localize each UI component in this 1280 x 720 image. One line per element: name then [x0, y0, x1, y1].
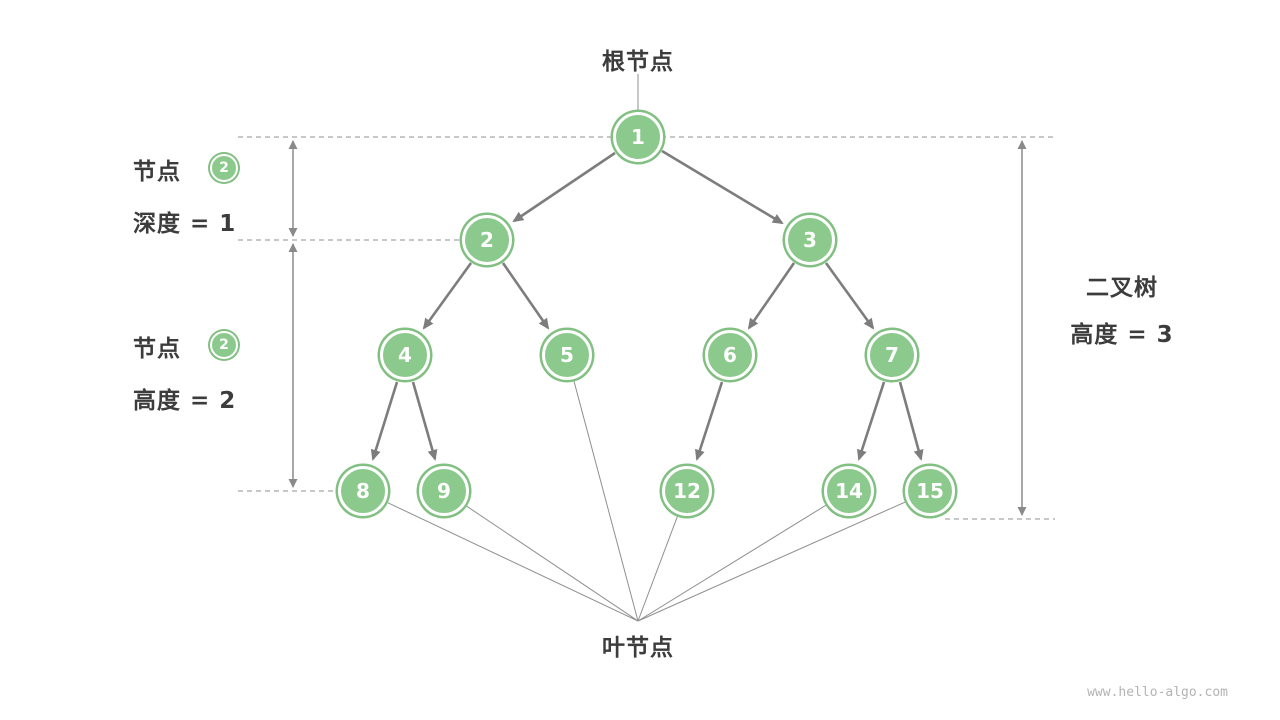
node-height-equation: 高度 = 2	[133, 388, 237, 414]
watermark: www.hello-algo.com	[1087, 685, 1228, 700]
tree-node-4: 4	[380, 330, 430, 380]
root-node-label: 根节点	[602, 49, 674, 75]
tree-node-9: 9	[419, 466, 469, 516]
node-depth-equation: 深度 = 1	[133, 211, 237, 237]
tree-height-label-line1: 二叉树	[1086, 275, 1158, 301]
node-depth-badge: 2	[210, 154, 238, 182]
tree-edges	[370, 149, 924, 461]
tree-node-12: 12	[662, 466, 712, 516]
tree-node-7: 7	[867, 330, 917, 380]
tree-node-14: 14	[824, 466, 874, 516]
node-height-prefix: 节点	[133, 336, 181, 362]
tree-node-2: 2	[462, 215, 512, 265]
tree-node-15: 15	[905, 466, 955, 516]
tree-node-5: 5	[542, 330, 592, 380]
node-depth-prefix: 节点	[133, 159, 181, 185]
measure-arrows	[288, 140, 1027, 516]
node-height-badge: 2	[210, 331, 238, 359]
tree-height-label-line2: 高度 = 3	[1070, 322, 1174, 348]
tree-node-1: 1	[613, 112, 663, 162]
tree-node-8: 8	[338, 466, 388, 516]
tree-node-3: 3	[785, 215, 835, 265]
dashed-guides	[238, 136, 1055, 520]
leaf-node-label: 叶节点	[602, 635, 674, 661]
tree-node-6: 6	[705, 330, 755, 380]
